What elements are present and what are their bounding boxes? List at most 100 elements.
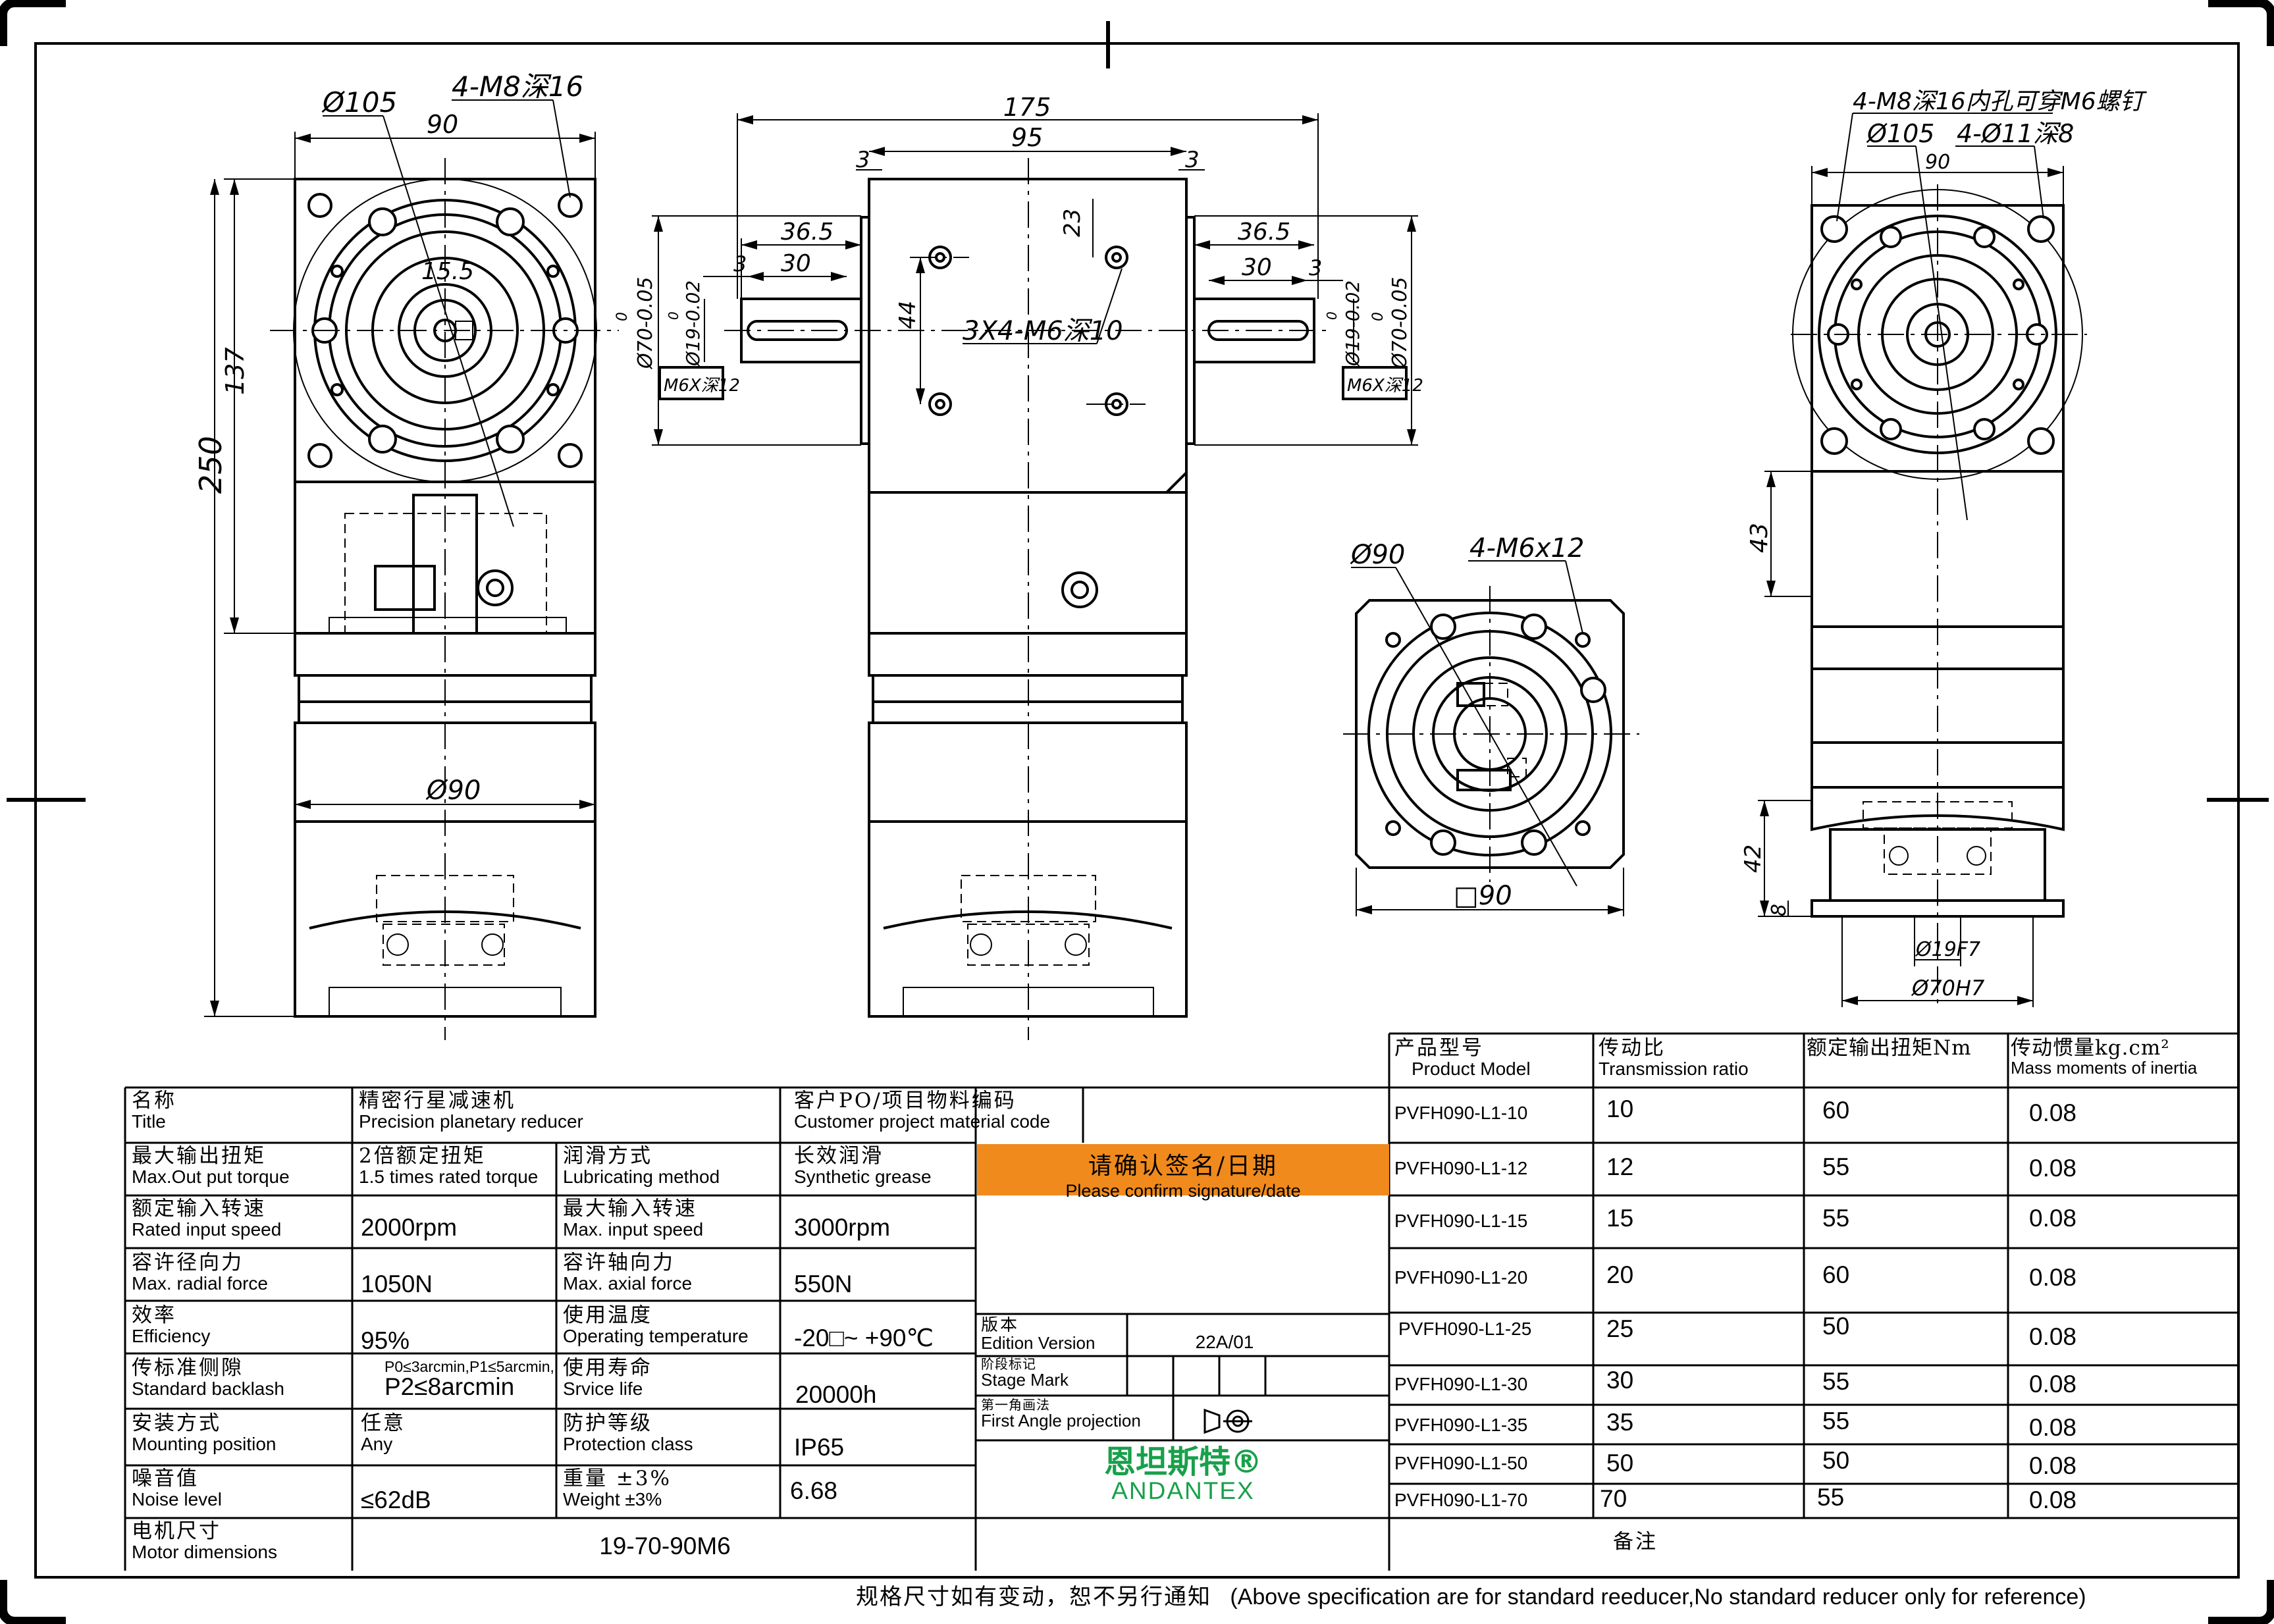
svg-text:250: 250: [193, 436, 228, 494]
svg-text:Ø19F7: Ø19F7: [1915, 938, 1980, 961]
max-speed-value: 3000rpm: [794, 1215, 891, 1241]
inertia-cell: 0.08: [2029, 1415, 2077, 1441]
model-cell: PVFH090-L1-30: [1394, 1375, 1528, 1394]
header-rated-torque: 额定输出扭矩Nm: [1807, 1037, 1972, 1060]
svg-text:4-Ø11深8: 4-Ø11深8: [1957, 119, 2074, 148]
svg-text:3: 3: [733, 251, 747, 276]
ratio-cell: 10: [1606, 1097, 1634, 1122]
svg-text:3X4-M6深10: 3X4-M6深10: [963, 316, 1123, 346]
header-transmission-ratio: 传动比 Transmission ratio: [1599, 1037, 1749, 1079]
efficiency-value: 95%: [361, 1328, 410, 1354]
inertia-cell: 0.08: [2029, 1488, 2077, 1513]
model-cell: PVFH090-L1-70: [1394, 1490, 1528, 1510]
svg-text:4-M8深16内孔可穿M6螺钉: 4-M8深16内孔可穿M6螺钉: [1853, 88, 2148, 115]
axial-force-value: 550N: [794, 1272, 853, 1297]
svg-text:Ø105: Ø105: [1866, 119, 1934, 148]
svg-text:Ø19-0.02: Ø19-0.02: [682, 280, 704, 367]
svg-text:□90: □90: [1454, 881, 1512, 911]
inertia-cell: 0.08: [2029, 1265, 2077, 1291]
noise-value: ≤62dB: [361, 1488, 431, 1513]
svg-text:3: 3: [856, 147, 870, 173]
ratio-cell: 15: [1606, 1206, 1634, 1232]
svg-text:3: 3: [1185, 147, 1200, 173]
right-view: 90 4-M8深16内孔可穿M6螺钉 Ø105 4-Ø11深8 43 42 8 …: [1740, 88, 2148, 1007]
svg-text:Ø70H7: Ø70H7: [1911, 976, 1985, 1001]
svg-text:90: 90: [1925, 151, 1950, 174]
model-cell: PVFH090-L1-25: [1398, 1319, 1532, 1339]
torque-cell: 55: [1822, 1155, 1850, 1180]
ratio-cell: 30: [1606, 1368, 1634, 1394]
ratio-cell: 35: [1606, 1410, 1634, 1436]
svg-text:3: 3: [1309, 255, 1322, 280]
remarks-label: 备注: [1613, 1531, 1658, 1553]
torque-cell: 55: [1822, 1206, 1850, 1232]
frame-center-marks: [7, 21, 2269, 802]
ratio-cell: 20: [1606, 1263, 1634, 1288]
svg-text:23: 23: [1059, 209, 1086, 237]
svg-text:95: 95: [1011, 123, 1043, 152]
ratio-cell: 70: [1600, 1486, 1627, 1512]
svg-text:Ø19-0.02: Ø19-0.02: [1342, 280, 1363, 367]
svg-text:44: 44: [895, 301, 921, 329]
protection-value: IP65: [794, 1435, 845, 1461]
svg-text:36.5: 36.5: [781, 219, 833, 246]
frame-border: [34, 42, 2240, 1579]
svg-text:Ø70-0.05: Ø70-0.05: [634, 277, 657, 370]
header-inertia: 传动惯量kg.cm² Mass moments of inertia: [2011, 1037, 2198, 1078]
model-cell: PVFH090-L1-15: [1394, 1211, 1528, 1231]
side-view: 175 95 3 3 36.5 30 3 36.5 30 3 23 44 3X4…: [614, 93, 1423, 1040]
svg-text:0: 0: [614, 312, 631, 321]
ratio-cell: 50: [1606, 1451, 1634, 1477]
svg-text:42: 42: [1740, 845, 1766, 873]
svg-text:137: 137: [221, 347, 250, 395]
ratio-cell: 12: [1606, 1155, 1634, 1180]
inertia-cell: 0.08: [2029, 1372, 2077, 1398]
model-cell: PVFH090-L1-50: [1394, 1454, 1528, 1473]
svg-text:0: 0: [666, 311, 681, 320]
front-view: 90 Ø105 4-M8深16 15.5 137 250 Ø90: [193, 70, 619, 1040]
torque-cell: 50: [1822, 1314, 1850, 1340]
svg-text:0: 0: [1370, 312, 1387, 321]
radial-force-value: 1050N: [361, 1272, 433, 1297]
svg-text:Ø105: Ø105: [321, 86, 397, 118]
inertia-cell: 0.08: [2029, 1156, 2077, 1182]
svg-text:175: 175: [1003, 93, 1051, 122]
torque-cell: 60: [1822, 1263, 1850, 1288]
inertia-cell: 0.08: [2029, 1324, 2077, 1350]
ratio-cell: 25: [1606, 1317, 1634, 1342]
svg-text:15.5: 15.5: [421, 258, 474, 285]
motor-dimensions-value: 19-70-90M6: [599, 1534, 731, 1559]
model-cell: PVFH090-L1-10: [1394, 1103, 1528, 1123]
confirm-signature-banner: 请确认签名/日期 Please confirm signature/date: [977, 1144, 1389, 1201]
inertia-cell: 0.08: [2029, 1101, 2077, 1126]
torque-cell: 55: [1822, 1369, 1850, 1395]
torque-cell: 50: [1822, 1448, 1850, 1474]
service-life-value: 20000h: [795, 1382, 877, 1408]
svg-text:4-M6x12: 4-M6x12: [1469, 533, 1584, 563]
svg-text:30: 30: [781, 250, 811, 277]
svg-text:0: 0: [1324, 311, 1340, 320]
table-grid: [124, 1032, 2238, 1571]
svg-text:M6X深12: M6X深12: [664, 376, 740, 396]
model-cell: PVFH090-L1-35: [1394, 1415, 1528, 1435]
